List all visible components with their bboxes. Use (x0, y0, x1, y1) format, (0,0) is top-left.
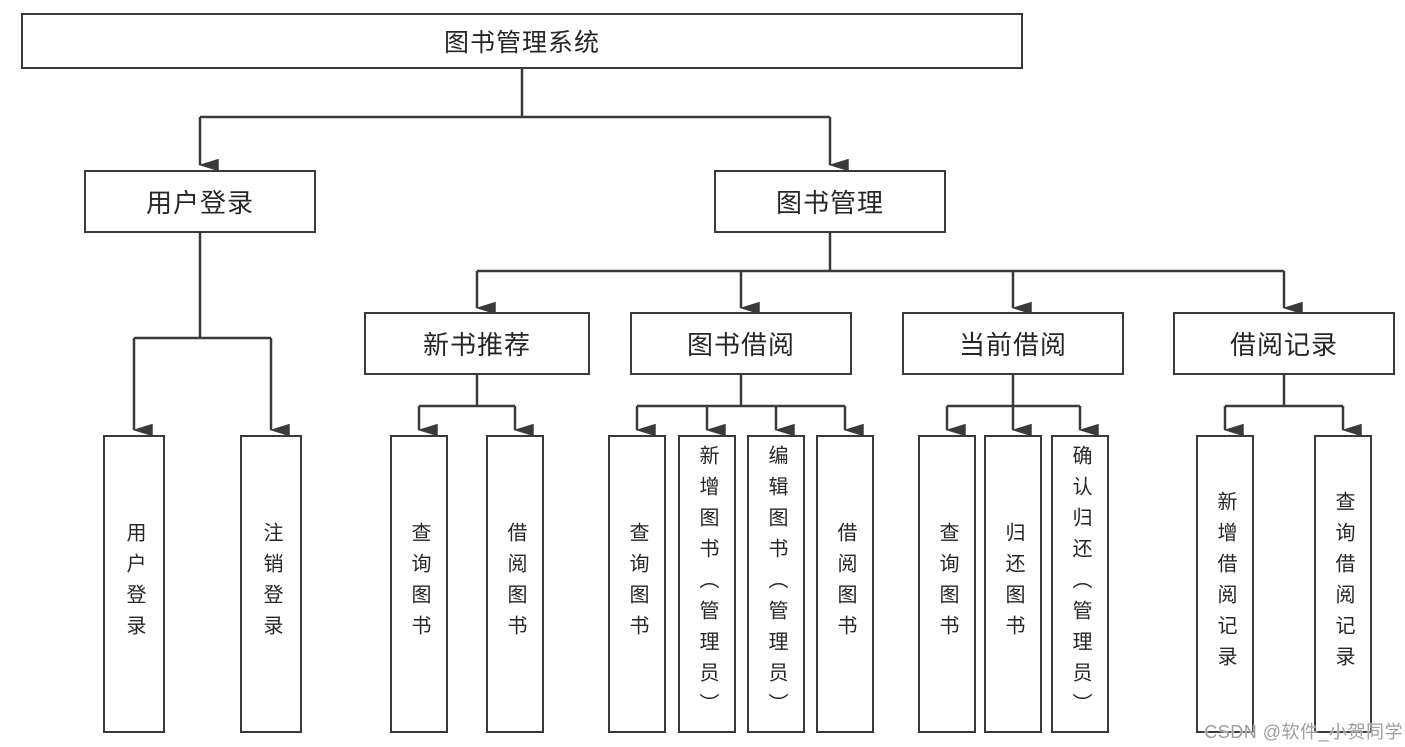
leaf-label: 借阅图书 (504, 522, 526, 646)
leaf-label: 确认归还（管理员） (1069, 444, 1091, 724)
leaf-label: 查询图书 (936, 522, 958, 646)
leaf-label: 归还图书 (1002, 522, 1024, 646)
node-borrowing-records: 借阅记录 (1173, 312, 1395, 375)
node-new-book-recommendation: 新书推荐 (364, 312, 590, 375)
node-user-login: 用户登录 (84, 170, 316, 233)
leaf-query-books-current: 查询图书 (918, 435, 976, 733)
leaf-query-books-borrow: 查询图书 (608, 435, 666, 733)
leaf-add-borrow-record: 新增借阅记录 (1196, 435, 1254, 733)
leaf-logout: 注销登录 (240, 435, 302, 733)
leaf-label: 借阅图书 (834, 522, 856, 646)
node-root-library-management-system: 图书管理系统 (21, 13, 1023, 69)
node-book-borrowing: 图书借阅 (630, 312, 852, 375)
leaf-query-books-recommend: 查询图书 (390, 435, 448, 733)
leaf-query-borrow-record: 查询借阅记录 (1314, 435, 1372, 733)
leaf-label: 注销登录 (260, 522, 282, 646)
leaf-return-books: 归还图书 (984, 435, 1042, 733)
leaf-borrow-books-recommend: 借阅图书 (486, 435, 544, 733)
csdn-watermark: CSDN @软件_小贺同学 (1204, 722, 1403, 742)
leaf-label: 编辑图书（管理员） (765, 444, 787, 724)
leaf-add-books-admin: 新增图书（管理员） (678, 435, 736, 733)
leaf-label: 查询图书 (408, 522, 430, 646)
leaf-user-login: 用户登录 (103, 435, 165, 733)
leaf-label: 用户登录 (123, 522, 145, 646)
leaf-label: 新增借阅记录 (1214, 491, 1236, 677)
leaf-confirm-return-admin: 确认归还（管理员） (1051, 435, 1109, 733)
node-current-borrowing: 当前借阅 (902, 312, 1124, 375)
leaf-label: 新增图书（管理员） (696, 444, 718, 724)
leaf-borrow-books: 借阅图书 (816, 435, 874, 733)
leaf-edit-books-admin: 编辑图书（管理员） (747, 435, 805, 733)
node-book-management: 图书管理 (714, 170, 946, 233)
leaf-label: 查询图书 (626, 522, 648, 646)
leaf-label: 查询借阅记录 (1332, 491, 1354, 677)
